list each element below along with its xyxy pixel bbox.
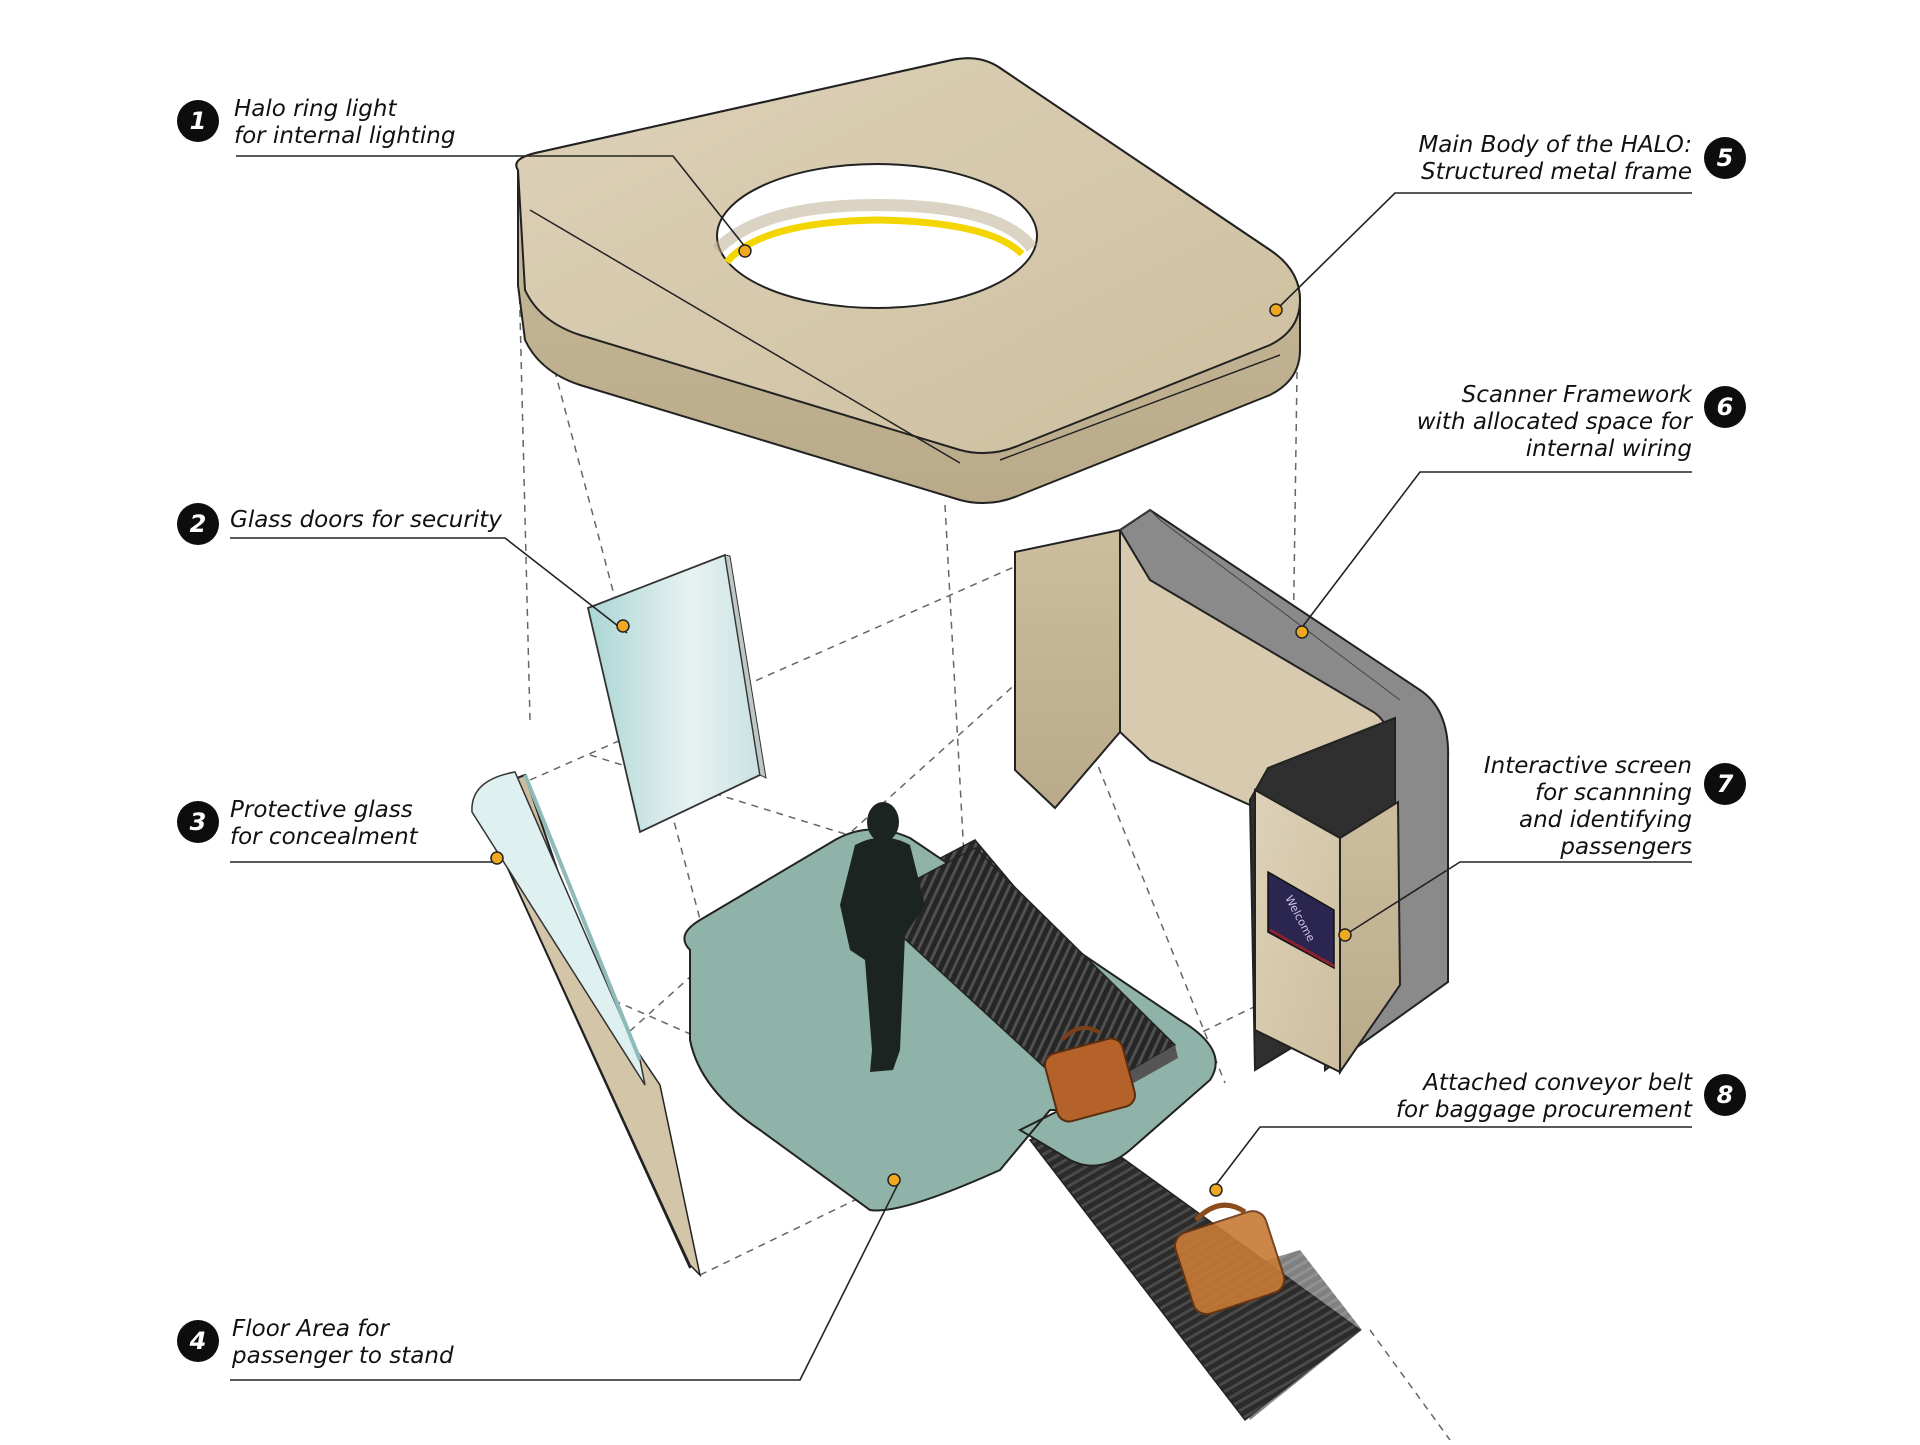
floor-area — [683, 828, 1217, 1212]
callout-2-label: Glass doors for security — [230, 507, 502, 534]
callout-7-line-2: for scannning — [1535, 780, 1692, 806]
callout-7-line-4: passengers — [1560, 834, 1692, 860]
callout-1-label: Halo ring light for internal lighting — [234, 96, 455, 150]
callout-3-label: Protective glass for concealment — [230, 797, 418, 851]
glass-door — [586, 553, 767, 834]
callout-6-label: Scanner Framework with allocated space f… — [1417, 382, 1692, 463]
callout-5-label: Main Body of the HALO: Structured metal … — [1418, 132, 1692, 186]
callout-3-line-2: for concealment — [230, 824, 418, 850]
ring-light — [724, 216, 1025, 265]
callout-8-label: Attached conveyor belt for baggage procu… — [1396, 1070, 1692, 1124]
leader-lines — [230, 155, 1692, 1381]
callout-1-line-2: for internal lighting — [234, 123, 456, 149]
callout-3-line-1: Protective glass — [230, 797, 413, 823]
callout-8-line-2: for baggage procurement — [1395, 1097, 1692, 1123]
bag-on-floor — [1044, 1025, 1136, 1123]
callout-8-line-1: Attached conveyor belt — [1423, 1070, 1692, 1096]
callout-2-number: 2 — [177, 503, 219, 545]
callout-6-line-3: internal wiring — [1525, 436, 1692, 462]
callout-5-line-2: Structured metal frame — [1421, 159, 1692, 185]
callout-8-number: 8 — [1704, 1074, 1746, 1116]
anchor-dots — [490, 244, 1352, 1197]
halo-opening — [716, 163, 1038, 309]
callout-4-number: 4 — [177, 1320, 219, 1362]
callout-4-line-1: Floor Area for — [232, 1316, 389, 1342]
callout-4-label: Floor Area for passenger to stand — [232, 1316, 454, 1370]
scanner-framework: Welcome — [1014, 508, 1450, 1076]
callout-7-line-3: and identifying — [1519, 807, 1692, 833]
callout-6-line-1: Scanner Framework — [1461, 382, 1692, 408]
interactive-screen — [1267, 870, 1335, 970]
callout-6-number: 6 — [1704, 386, 1746, 428]
callout-1-line-1: Halo ring light — [234, 96, 397, 122]
callout-1-number: 1 — [177, 100, 219, 142]
halo-main-body — [515, 57, 1302, 505]
callout-5-line-1: Main Body of the HALO: — [1418, 132, 1692, 158]
bag-on-belt — [1174, 1202, 1286, 1316]
passenger-silhouette — [840, 802, 925, 1072]
callout-5-number: 5 — [1704, 137, 1746, 179]
callout-7-number: 7 — [1704, 763, 1746, 805]
protective-glass-panel — [471, 771, 702, 1278]
callout-3-number: 3 — [177, 801, 219, 843]
callout-4-line-2: passenger to stand — [232, 1343, 454, 1369]
callout-7-label: Interactive screen for scannning and ide… — [1484, 753, 1692, 861]
callout-2-line-1: Glass doors for security — [230, 507, 502, 533]
callout-6-line-2: with allocated space for — [1416, 409, 1692, 435]
callout-7-line-1: Interactive screen — [1483, 753, 1692, 779]
